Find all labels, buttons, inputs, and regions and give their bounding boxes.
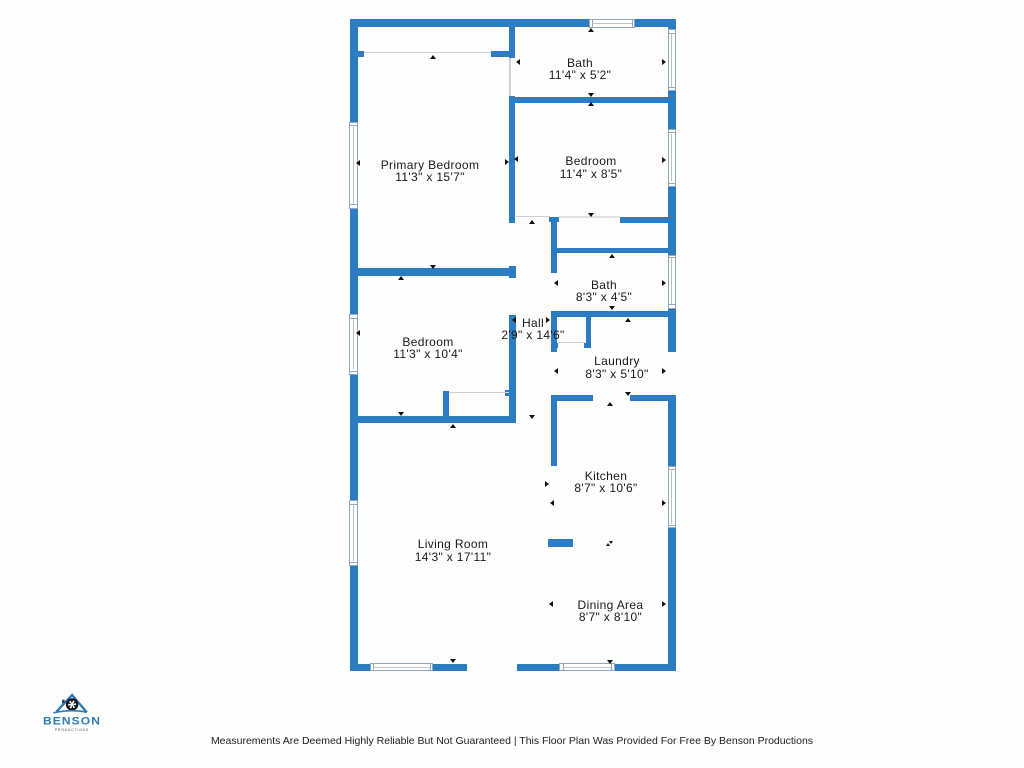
svg-text:BENSON: BENSON [43,715,101,727]
svg-text:PRODUCTIONS: PRODUCTIONS [55,728,89,732]
